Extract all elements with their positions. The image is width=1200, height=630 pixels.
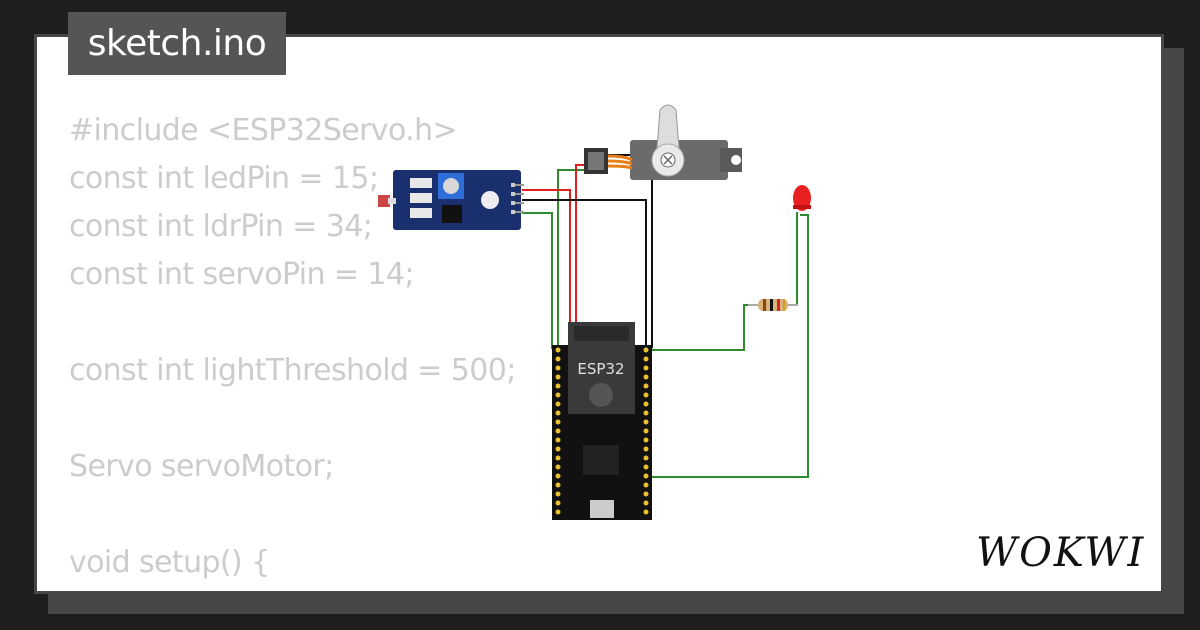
code-preview: #include <ESP32Servo.h> const int ledPin … (69, 107, 516, 587)
esp32-pin (555, 509, 561, 515)
esp32-pin (555, 500, 561, 506)
esp32-pin (643, 464, 649, 470)
esp32-pin (643, 473, 649, 479)
esp32-pin (555, 455, 561, 461)
esp32-pin (555, 482, 561, 488)
esp32-pin (643, 455, 649, 461)
esp32-pin (643, 374, 649, 380)
wire-green-led (650, 214, 809, 478)
esp32-pin (643, 356, 649, 362)
code-line: const int servoPin = 14; (69, 257, 414, 292)
esp32-pin (555, 392, 561, 398)
esp32-pins-right (643, 347, 649, 515)
esp32-pin (555, 374, 561, 380)
wire-green-servo-signal (557, 169, 586, 348)
esp32-pin (555, 401, 561, 407)
wire-green-resistor (650, 304, 752, 351)
esp32-pin (643, 365, 649, 371)
esp32-pin (643, 509, 649, 515)
resistor[interactable] (748, 299, 798, 311)
esp32-pin (555, 356, 561, 362)
code-line: const int ldrPin = 34; (69, 209, 373, 244)
file-tab[interactable]: sketch.ino (68, 12, 286, 75)
esp32-pin (555, 464, 561, 470)
code-line: Servo servoMotor; (69, 449, 334, 484)
red-led[interactable] (793, 185, 811, 211)
wire-black-gnd-sensor (522, 199, 647, 348)
esp32-pin (643, 482, 649, 488)
esp32-pin (555, 446, 561, 452)
esp32-pin (643, 419, 649, 425)
esp32-pin (555, 428, 561, 434)
esp32-pin (643, 410, 649, 416)
esp32-devkit[interactable]: ESP32 (552, 322, 652, 520)
esp32-pin (643, 401, 649, 407)
file-tab-label: sketch.ino (87, 23, 267, 64)
servo-motor[interactable] (584, 104, 742, 180)
wokwi-logo: WOKWI (976, 528, 1148, 576)
esp32-label: ESP32 (577, 360, 624, 378)
esp32-pin (643, 437, 649, 443)
preview-card: #include <ESP32Servo.h> const int ledPin … (34, 34, 1164, 594)
esp32-pin (555, 410, 561, 416)
esp32-pin (643, 491, 649, 497)
code-line: const int ledPin = 15; (69, 161, 379, 196)
esp32-pin (643, 347, 649, 353)
esp32-pin (555, 347, 561, 353)
esp32-pin (555, 383, 561, 389)
wire-green-sensor-out (522, 212, 558, 349)
code-line: const int lightThreshold = 500; (69, 353, 516, 388)
esp32-pin (643, 383, 649, 389)
esp32-pin (643, 446, 649, 452)
esp32-pin (643, 392, 649, 398)
esp32-pins-left (555, 347, 561, 515)
esp32-pin (555, 365, 561, 371)
esp32-pin (555, 473, 561, 479)
esp32-pin (555, 437, 561, 443)
code-line: #include <ESP32Servo.h> (69, 113, 458, 148)
esp32-pin (555, 491, 561, 497)
esp32-pin (555, 419, 561, 425)
ldr-sensor-module[interactable] (378, 170, 524, 230)
esp32-pin (643, 428, 649, 434)
wokwi-logo-text: WOKWI (976, 530, 1145, 576)
esp32-pin (643, 500, 649, 506)
code-line: void setup() { (69, 545, 270, 580)
